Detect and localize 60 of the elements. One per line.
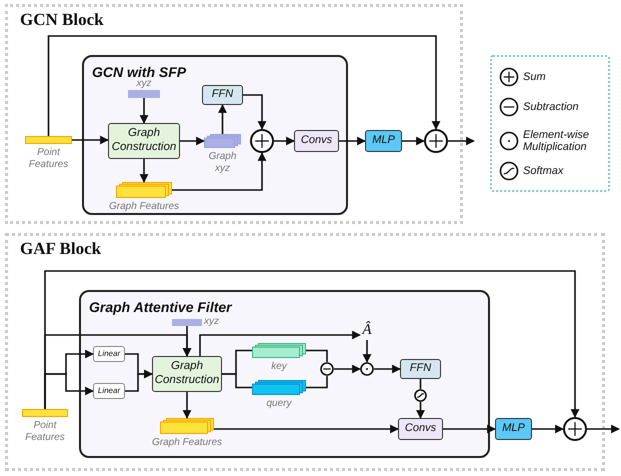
legend-label: Element-wise Multiplication — [523, 128, 590, 154]
arrow — [362, 340, 372, 363]
legend-label: Sum — [523, 70, 547, 84]
arrow — [334, 364, 361, 374]
block-frame — [5, 233, 605, 471]
arrow — [306, 350, 328, 362]
feature-label: key — [270, 361, 288, 372]
process-box: MLP — [365, 130, 402, 152]
arrow — [274, 136, 295, 146]
arrow — [72, 136, 109, 144]
arrow — [402, 136, 425, 146]
feature-label: Graph Features — [150, 437, 224, 448]
block-title: GAF Block — [20, 239, 102, 259]
process-box: Graph Construction — [152, 356, 222, 392]
process-box: Linear — [93, 383, 125, 399]
process-box: MLP — [495, 418, 532, 440]
feature-label: xyz — [135, 78, 152, 89]
block-frame — [5, 4, 463, 224]
arrow — [374, 364, 401, 374]
legend-label: Subtraction — [523, 100, 580, 114]
feature-label: Point Features — [28, 147, 70, 170]
arrow — [214, 424, 399, 434]
arrow — [44, 373, 94, 409]
feature-label: Point Features — [24, 420, 66, 443]
module-panel — [82, 55, 348, 215]
arrow — [172, 152, 266, 191]
arrow — [180, 136, 205, 146]
process-box: Convs — [294, 130, 339, 152]
arrow — [587, 424, 620, 434]
arrow — [243, 94, 266, 130]
module-title: GCN with SFP — [92, 64, 186, 80]
process-box: Convs — [398, 418, 443, 440]
process-box: FFN — [400, 359, 441, 379]
block-title: GCN Block — [20, 10, 104, 30]
arrow — [140, 98, 148, 124]
arrow — [48, 35, 440, 136]
process-box: Graph Construction — [108, 123, 180, 159]
feature-label: query — [265, 398, 293, 410]
arrow — [182, 392, 192, 419]
arrow — [306, 376, 328, 388]
arrow — [125, 370, 153, 392]
arrow — [416, 402, 425, 419]
arrow — [339, 136, 366, 146]
arrow — [532, 424, 564, 434]
math-symbol: Â — [360, 320, 374, 340]
arrow — [218, 104, 227, 134]
module-title: Graph Attentive Filter — [89, 299, 232, 315]
legend-label: Softmax — [523, 164, 564, 178]
module-panel — [79, 290, 490, 458]
arrow — [448, 136, 475, 146]
arrow — [182, 326, 192, 357]
process-box: Linear — [93, 346, 125, 362]
feature-label: Graph xyz — [208, 151, 238, 174]
arrow — [140, 159, 148, 183]
feature-label: xyz — [204, 316, 219, 327]
arrow — [44, 270, 580, 418]
arrow — [443, 424, 496, 434]
feature-label: Graph Features — [108, 201, 180, 212]
arrow — [199, 330, 361, 356]
process-box: FFN — [202, 85, 243, 105]
